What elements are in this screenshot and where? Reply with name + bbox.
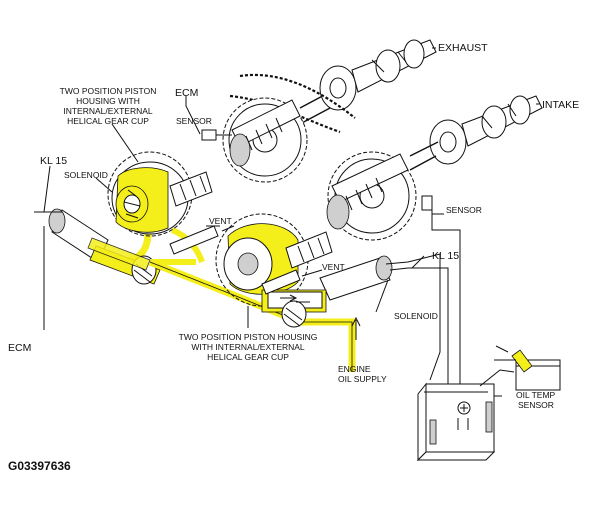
right-vent-pipe: [261, 269, 301, 295]
figure-id: G03397636: [8, 459, 71, 473]
solenoid-left-label: SOLENOID: [64, 170, 108, 180]
ecm-bottom-label: ECM: [8, 342, 31, 354]
exhaust-sensor: [201, 129, 232, 141]
housing-top-label-1: TWO POSITION PISTON: [60, 86, 157, 96]
ecm-top-label: ECM: [175, 87, 198, 99]
housing-top-label-4: HELICAL GEAR CUP: [67, 116, 149, 126]
intake-sprocket: [326, 151, 417, 241]
intake-label: INTAKE: [542, 99, 579, 111]
housing-top-label-2: HOUSING WITH: [76, 96, 140, 106]
sensor-right-label: SENSOR: [446, 205, 482, 215]
right-solenoid: [261, 255, 393, 328]
exhaust-label: EXHAUST: [438, 42, 488, 54]
intake-camshaft: [409, 95, 543, 171]
wiring: [34, 96, 516, 387]
solenoid-right-label: SOLENOID: [394, 311, 438, 321]
engine-oil-label-1: ENGINE: [338, 364, 371, 374]
ecm-module: [416, 382, 496, 462]
housing-bottom-label-1: TWO POSITION PISTON HOUSING: [179, 332, 318, 342]
exhaust-camshaft: [299, 39, 437, 125]
housing-top-label-3: INTERNAL/EXTERNAL: [63, 106, 153, 116]
oil-temp-label-2: SENSOR: [518, 400, 554, 410]
oil-temp-sensor: [495, 345, 561, 391]
left-piston-housing: [107, 151, 213, 237]
left-solenoid: [48, 208, 161, 285]
intake-sensor: [421, 195, 433, 211]
housing-bottom-label-3: HELICAL GEAR CUP: [207, 352, 289, 362]
left-vent-pipe: [169, 225, 235, 255]
kl15-right-label: KL 15: [432, 250, 459, 262]
engine-oil-label-2: OIL SUPPLY: [338, 374, 387, 384]
leader-lines: [95, 47, 540, 397]
vent-left-label: VENT: [209, 216, 232, 226]
oil-temp-label-1: OIL TEMP: [516, 390, 556, 400]
vent-right-label: VENT: [322, 262, 345, 272]
kl15-left-label: KL 15: [40, 155, 67, 167]
sensor-top-label: SENSOR: [176, 116, 212, 126]
housing-bottom-label-2: WITH INTERNAL/EXTERNAL: [191, 342, 305, 352]
exhaust-sprocket: [222, 97, 308, 183]
